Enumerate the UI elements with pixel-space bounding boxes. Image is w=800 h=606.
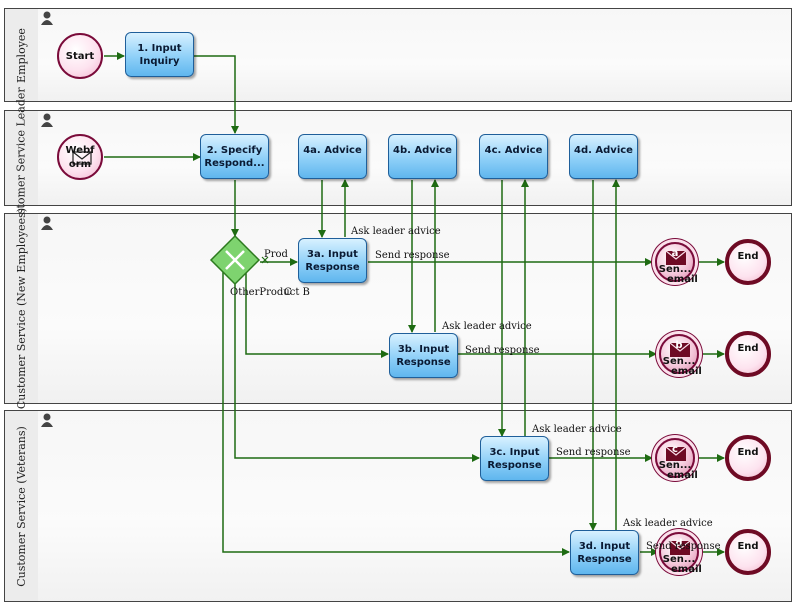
send-email-event-c[interactable]: c Sen... email [655,438,698,481]
task-input-inquiry[interactable]: 1. Input Inquiry [125,32,194,77]
lane-header: Employee [5,9,39,101]
filled-envelope-icon [666,447,686,461]
task-input-response-3d[interactable]: 3d. Input Response [570,530,639,575]
person-icon [41,216,53,230]
lane-customer-service-leader: Customer Service Leader [4,87,792,229]
start-event[interactable]: Start [57,33,103,79]
flow-label-other-product-b: OtherProduct B [230,287,310,298]
task-advice-4c[interactable]: 4c. Advice [479,134,548,179]
end-event-b[interactable]: End [725,331,771,377]
filled-envelope-icon [666,251,686,265]
flow-gateway-to-3c [234,282,480,462]
webform-message-start-event[interactable]: Webf orm [57,134,103,180]
lane-veterans: Customer Service (Veterans) [4,410,792,602]
flow-label-ask-leader-advice-3c: Ask leader advice [532,424,622,435]
flow-gateway-to-3d [222,272,570,556]
filled-envelope-icon [670,343,690,357]
send-email-event-a[interactable]: a Sen... email [655,242,698,285]
task-advice-4b[interactable]: 4b. Advice [388,134,457,179]
flow-label-send-response-3a: Send response [375,250,450,261]
person-icon [41,413,53,427]
person-icon [41,113,53,127]
task-advice-4d[interactable]: 4d. Advice [569,134,638,179]
flow-label-send-response-3c: Send response [556,447,631,458]
flow-label-product-a: Prod [264,249,288,260]
flow-label-send-response-3b: Send response [465,345,540,356]
task-input-response-3c[interactable]: 3c. Input Response [480,436,549,481]
envelope-icon [72,151,92,165]
task-input-response-3a[interactable]: 3a. Input Response [298,238,367,283]
flow-gateway-to-3b [245,272,389,358]
task-input-response-3b[interactable]: 3b. Input Response [389,333,458,378]
lane-employee: Employee [4,8,792,102]
person-icon [41,11,53,25]
flow-label-ask-leader-advice-3a: Ask leader advice [351,226,441,237]
task-specify-responder[interactable]: 2. Specify Respond... [200,134,269,179]
flow-label-product-c: C [284,287,292,298]
flow-label-send-response-3d: Send response [646,541,721,552]
filled-envelope-icon [670,541,690,555]
flow-input-inquiry-to-specify [194,55,239,134]
send-email-event-b[interactable]: b Sen... email [659,334,702,377]
end-event-c[interactable]: End [725,435,771,481]
flow-label-ask-leader-advice-3d: Ask leader advice [623,518,713,529]
task-advice-4a[interactable]: 4a. Advice [298,134,367,179]
end-event-a[interactable]: End [725,239,771,285]
exclusive-gateway [209,234,269,286]
flow-label-ask-leader-advice-3b: Ask leader advice [442,321,532,332]
lane-header: Customer Service (Veterans) [5,411,39,601]
send-email-event-d[interactable]: d Sen... email [659,532,702,575]
end-event-d[interactable]: End [725,529,771,575]
